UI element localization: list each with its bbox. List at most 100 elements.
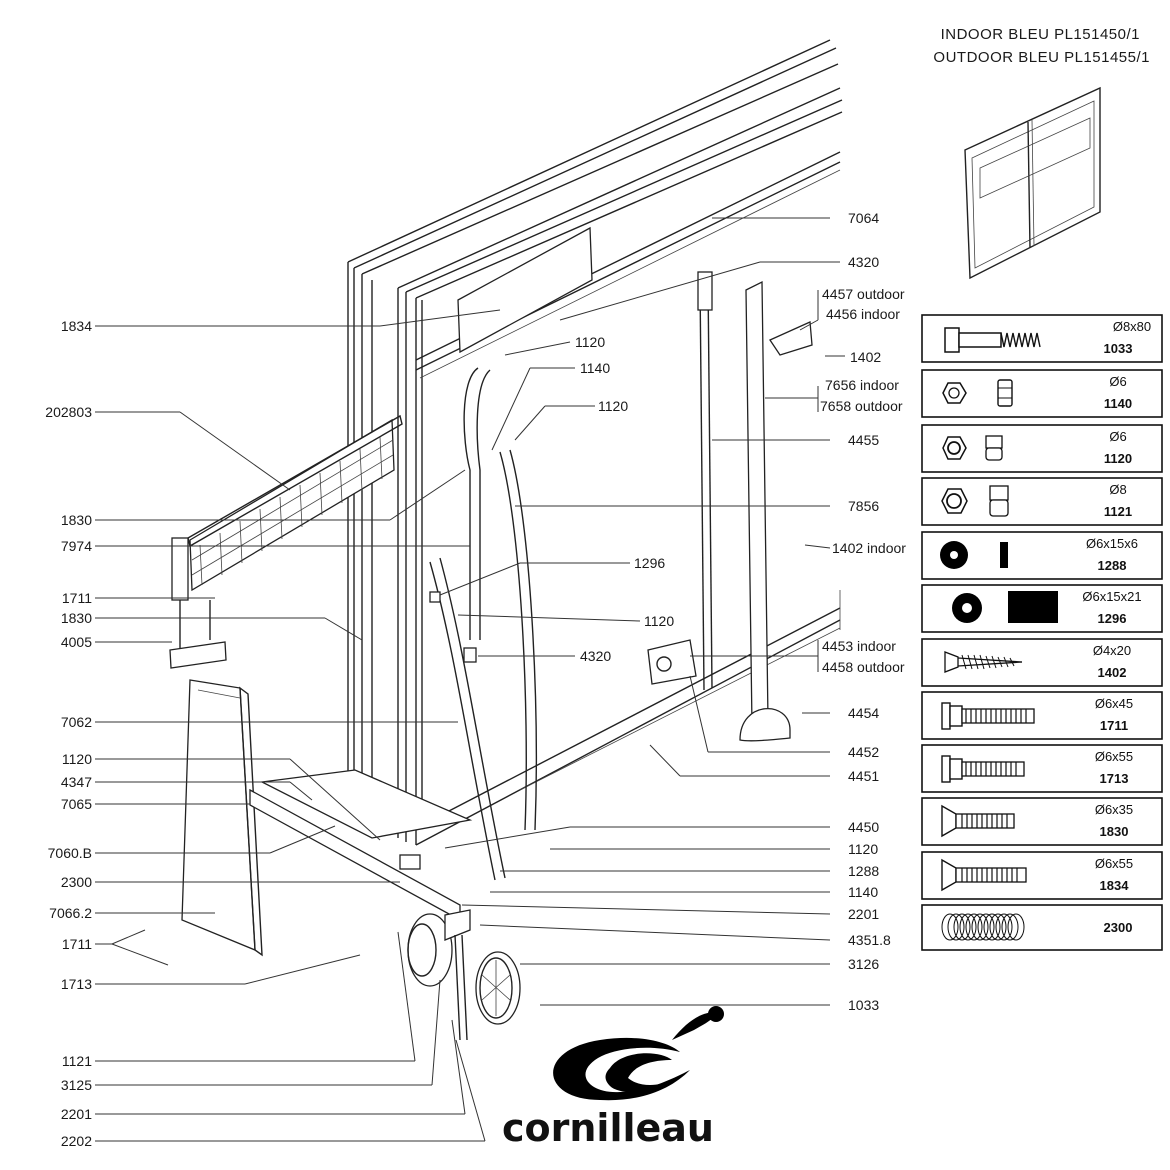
part-code: 2300 xyxy=(1104,920,1133,935)
callout-label: 1121 xyxy=(62,1053,92,1069)
callout-label: 2201 xyxy=(61,1106,92,1122)
callout-label: 4320 xyxy=(580,648,611,664)
table-halves-drawing xyxy=(347,39,843,846)
callout-label: 2201 xyxy=(848,906,879,922)
callout-label: 4457 outdoor xyxy=(822,286,905,302)
part-row-1834: Ø6x55 1834 xyxy=(921,851,1163,900)
table-thumbnail-icon xyxy=(964,86,1101,280)
undercarriage-drawing xyxy=(249,367,537,922)
part-row-1711: Ø6x45 1711 xyxy=(921,691,1163,740)
part-row-1288: Ø6x15x6 1288 xyxy=(921,531,1163,580)
part-size: Ø8 xyxy=(1109,482,1126,497)
callout-label: 3126 xyxy=(848,956,879,972)
part-code: 1711 xyxy=(1100,718,1128,733)
callout-label: 1120 xyxy=(62,751,92,767)
callout-label: 2300 xyxy=(61,874,92,890)
part-code: 1830 xyxy=(1100,824,1129,839)
right-callouts: 7064 4320 4457 outdoor 4456 indoor 1402 … xyxy=(820,210,906,1013)
bolt-long-icon xyxy=(944,327,1041,353)
callout-label: 4450 xyxy=(848,819,879,835)
part-row-1296: Ø6x15x21 1296 xyxy=(921,584,1163,633)
callout-label: 1120 xyxy=(598,398,628,414)
countersunk-screw-icon xyxy=(941,804,1015,838)
hex-bolt-icon xyxy=(941,755,1025,783)
part-row-1140: Ø6 1140 xyxy=(921,369,1163,418)
part-code: 1402 xyxy=(1098,665,1127,680)
callout-label: 7062 xyxy=(61,714,92,730)
callout-label: 4005 xyxy=(61,634,92,650)
part-code: 1296 xyxy=(1098,611,1127,626)
callout-label: 1120 xyxy=(644,613,674,629)
callout-label: 202803 xyxy=(45,404,92,420)
callout-label: 2202 xyxy=(61,1133,92,1149)
model-line-indoor: INDOOR BLEU PL151450/1 xyxy=(941,26,1140,43)
part-size: Ø6x15x6 xyxy=(1086,536,1138,551)
callout-label: 3125 xyxy=(61,1077,92,1093)
callout-label: 1140 xyxy=(580,360,610,376)
part-size: Ø8x80 xyxy=(1113,319,1151,334)
locking-arms-drawing xyxy=(647,271,813,742)
callout-label: 4452 xyxy=(848,744,879,760)
screw-icon xyxy=(944,651,1023,673)
part-size: Ø6 xyxy=(1109,429,1126,444)
callout-label: 1713 xyxy=(61,976,92,992)
leader-lines xyxy=(95,217,845,1142)
part-size: Ø6x15x21 xyxy=(1082,589,1141,604)
lock-nut-icon xyxy=(941,485,1009,517)
part-size: Ø6 xyxy=(1109,374,1126,389)
callout-label: 7064 xyxy=(848,210,879,226)
part-row-1033: Ø8x80 1033 xyxy=(921,314,1163,363)
callout-label: 4455 xyxy=(848,432,879,448)
part-size: Ø6x55 xyxy=(1095,856,1133,871)
part-row-1121: Ø8 1121 xyxy=(921,477,1163,526)
spring-ring-icon xyxy=(941,913,1025,941)
part-row-1120: Ø6 1120 xyxy=(921,424,1163,473)
part-size: Ø6x55 xyxy=(1095,749,1133,764)
brand-wordmark: cornilleau xyxy=(502,1106,714,1150)
callout-label: 1140 xyxy=(848,884,878,900)
callout-label: 1834 xyxy=(61,318,92,334)
callout-label: 7856 xyxy=(848,498,879,514)
callout-label: 1288 xyxy=(848,863,879,879)
part-code: 1288 xyxy=(1098,558,1127,573)
part-code: 1834 xyxy=(1100,878,1130,893)
part-size: Ø6x35 xyxy=(1095,802,1133,817)
washer-icon xyxy=(940,541,1008,569)
callout-label: 1830 xyxy=(61,610,92,626)
callout-label: 1402 xyxy=(850,349,881,365)
callout-label: 7656 indoor xyxy=(825,377,899,393)
callout-label: 7066.2 xyxy=(49,905,92,921)
leg-panel-drawing xyxy=(181,679,263,957)
hex-bolt-icon xyxy=(941,702,1035,730)
callout-label: 7974 xyxy=(61,538,92,554)
callout-label: 1402 indoor xyxy=(832,540,906,556)
part-row-2300: 2300 xyxy=(921,904,1163,951)
nut-icon xyxy=(942,379,1013,407)
callout-label: 4320 xyxy=(848,254,879,270)
center-callouts: 1120 1140 1120 1296 1120 4320 xyxy=(575,334,674,664)
cornilleau-logo-icon xyxy=(553,1006,724,1101)
callout-label: 4347 xyxy=(61,774,92,790)
callout-label: 4451 xyxy=(848,768,879,784)
part-code: 1140 xyxy=(1104,396,1132,411)
callout-label: 1296 xyxy=(634,555,665,571)
callout-label: 4454 xyxy=(848,705,879,721)
callout-label: 4458 outdoor xyxy=(822,659,905,675)
callout-label: 1120 xyxy=(848,841,878,857)
spacer-icon xyxy=(952,591,1058,623)
part-size: Ø6x45 xyxy=(1095,696,1133,711)
callout-label: 4453 indoor xyxy=(822,638,896,654)
callout-label: 7658 outdoor xyxy=(820,398,903,414)
part-code: 1121 xyxy=(1104,504,1132,519)
model-line-outdoor: OUTDOOR BLEU PL151455/1 xyxy=(933,49,1150,66)
wheels-drawing xyxy=(407,909,521,1041)
left-callouts: 1834 202803 1830 7974 1711 1830 4005 706… xyxy=(45,318,92,1149)
callout-label: 1711 xyxy=(62,936,92,952)
callout-label: 1120 xyxy=(575,334,605,350)
parts-list: Ø8x80 1033 Ø6 1140 Ø6 xyxy=(921,314,1163,951)
callout-label: 7060.B xyxy=(48,845,92,861)
part-code: 1033 xyxy=(1104,341,1133,356)
lock-nut-icon xyxy=(942,435,1003,461)
